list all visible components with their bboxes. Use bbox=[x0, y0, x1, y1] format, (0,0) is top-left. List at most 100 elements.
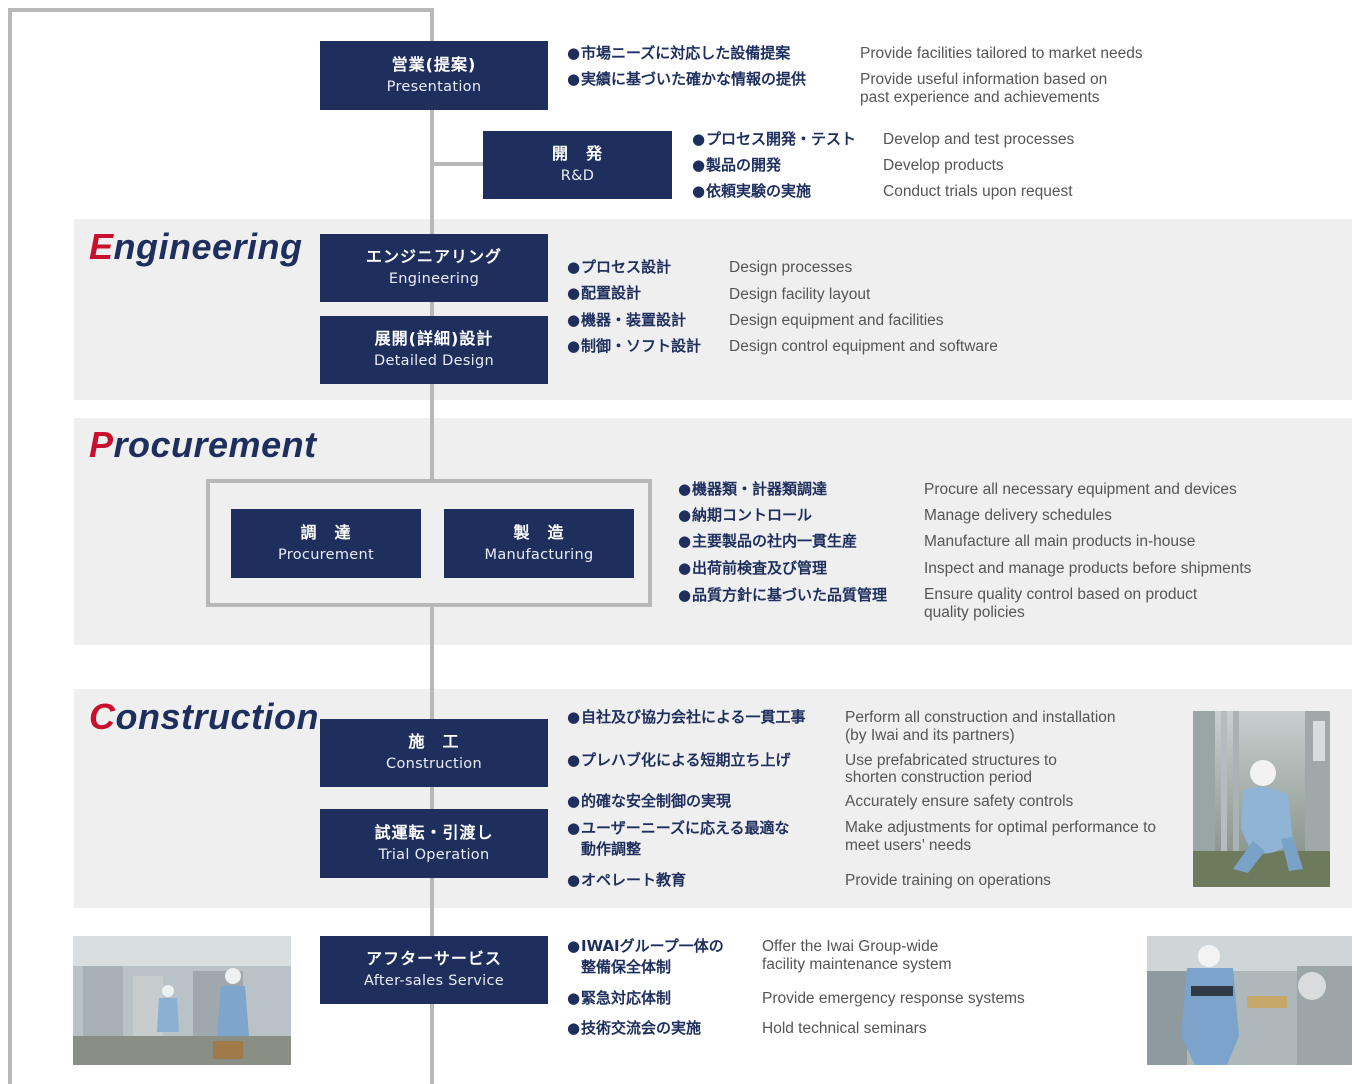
list-item: ●配置設計 bbox=[567, 283, 641, 304]
box-manufacturing-en: Manufacturing bbox=[484, 546, 594, 563]
item-en: Manufacture all main products in-house bbox=[924, 533, 1196, 550]
procurement-rest: rocurement bbox=[113, 424, 317, 465]
item-en: Conduct trials upon request bbox=[883, 183, 1073, 200]
list-item: ●制御・ソフト設計 bbox=[567, 336, 701, 357]
box-aftersales-en: After-sales Service bbox=[364, 973, 504, 989]
section-title-engineering: Engineering bbox=[89, 226, 303, 268]
box-manufacturing-jp: 製 造 bbox=[513, 522, 565, 542]
item-jp: 依頼実験の実施 bbox=[706, 182, 812, 200]
rnd-branch-line bbox=[430, 162, 484, 166]
item-en: Design control equipment and software bbox=[729, 338, 998, 355]
item-jp: 市場ニーズに対応した設備提案 bbox=[581, 44, 791, 62]
bullet-dot: ● bbox=[567, 44, 581, 62]
plant-workers-photo bbox=[73, 936, 291, 1065]
item-en: Develop products bbox=[883, 157, 1004, 174]
item-jp: IWAIグループ一体の bbox=[581, 937, 724, 955]
list-item: ●依頼実験の実施 bbox=[692, 181, 811, 202]
box-engineering-en: Engineering bbox=[388, 271, 480, 287]
bullet-dot: ● bbox=[567, 792, 581, 810]
list-item: ●実績に基づいた確かな情報の提供 bbox=[567, 69, 806, 90]
bullet-dot: ● bbox=[567, 70, 581, 88]
list-item: ●プレハブ化による短期立ち上げ bbox=[567, 750, 791, 771]
item-jp: 機器・装置設計 bbox=[581, 311, 687, 329]
item-jp: 品質方針に基づいた品質管理 bbox=[692, 586, 888, 604]
item-en: Develop and test processes bbox=[883, 131, 1075, 148]
outer-left-line bbox=[8, 8, 12, 1084]
bullet-dot: ● bbox=[678, 532, 692, 550]
item-en: Provide training on operations bbox=[845, 872, 1051, 889]
box-procurement-en: Procurement bbox=[278, 546, 374, 563]
item-jp: 自社及び協力会社による一貫工事 bbox=[581, 708, 806, 726]
list-item: ●プロセス設計 bbox=[567, 257, 671, 278]
box-detailed-jp: 展開(詳細)設計 bbox=[374, 329, 494, 348]
list-item: ●納期コントロール bbox=[678, 505, 812, 526]
item-jp: オペレート教育 bbox=[581, 871, 687, 889]
item-en: Provide useful information based on bbox=[860, 71, 1108, 88]
list-item-line2: 整備保全体制 bbox=[581, 958, 672, 976]
item-en: Hold technical seminars bbox=[762, 1020, 927, 1037]
box-aftersales: アフターサービス After-sales Service bbox=[320, 936, 548, 1004]
item-jp: 制御・ソフト設計 bbox=[581, 337, 702, 355]
box-rnd-en: R&D bbox=[560, 168, 595, 184]
item-en: Procure all necessary equipment and devi… bbox=[924, 481, 1237, 498]
box-construction-en: Construction bbox=[386, 756, 482, 772]
list-item: ●オペレート教育 bbox=[567, 870, 686, 891]
box-rnd-jp: 開 発 bbox=[551, 144, 603, 163]
item-jp: 出荷前検査及び管理 bbox=[692, 559, 828, 577]
box-construction: 施 工 Construction bbox=[320, 719, 548, 787]
bullet-dot: ● bbox=[567, 751, 581, 769]
box-procurement-jp: 調 達 bbox=[300, 522, 352, 542]
box-detailed-en: Detailed Design bbox=[373, 353, 494, 369]
bullet-dot: ● bbox=[567, 937, 581, 955]
item-en: Provide emergency response systems bbox=[762, 990, 1025, 1007]
box-detailed-design: 展開(詳細)設計 Detailed Design bbox=[320, 316, 548, 384]
list-item: ●市場ニーズに対応した設備提案 bbox=[567, 43, 790, 64]
outer-top-line bbox=[8, 8, 434, 12]
bullet-dot: ● bbox=[678, 480, 692, 498]
bullet-dot: ● bbox=[567, 871, 581, 889]
bullet-dot: ● bbox=[567, 284, 581, 302]
box-procurement: 調 達 Procurement bbox=[231, 509, 421, 578]
list-item: ●機器・装置設計 bbox=[567, 310, 686, 331]
bullet-dot: ● bbox=[678, 506, 692, 524]
procurement-initial: P bbox=[89, 424, 114, 465]
list-item: ●自社及び協力会社による一貫工事 bbox=[567, 707, 806, 728]
list-item-line2: 動作調整 bbox=[581, 840, 642, 858]
box-sales-jp: 営業(提案) bbox=[391, 54, 477, 74]
bullet-dot: ● bbox=[567, 819, 581, 837]
section-title-procurement: Procurement bbox=[89, 424, 317, 466]
item-jp: 主要製品の社内一貫生産 bbox=[692, 532, 858, 550]
bullet-dot: ● bbox=[567, 708, 581, 726]
box-engineering: エンジニアリング Engineering bbox=[320, 234, 548, 302]
list-item: ●IWAIグループ一体の bbox=[567, 936, 724, 957]
item-en-line2: past experience and achievements bbox=[860, 89, 1100, 106]
bullet-dot: ● bbox=[567, 258, 581, 276]
construction-rest: onstruction bbox=[115, 696, 319, 737]
bullet-dot: ● bbox=[692, 182, 706, 200]
maintenance-worker-photo bbox=[1147, 936, 1352, 1065]
construction-worker-photo bbox=[1193, 711, 1330, 887]
bullet-dot: ● bbox=[678, 559, 692, 577]
item-en: Perform all construction and installatio… bbox=[845, 709, 1116, 726]
item-en-line2: shorten construction period bbox=[845, 769, 1032, 786]
list-item: ●緊急対応体制 bbox=[567, 988, 671, 1009]
box-trial-en: Trial Operation bbox=[378, 846, 490, 863]
bullet-dot: ● bbox=[567, 337, 581, 355]
item-en-line2: (by Iwai and its partners) bbox=[845, 727, 1015, 744]
box-trial-operation: 試運転・引渡し Trial Operation bbox=[320, 809, 548, 878]
box-manufacturing: 製 造 Manufacturing bbox=[444, 509, 634, 578]
list-item: ●製品の開発 bbox=[692, 155, 781, 176]
item-en-line2: meet users’ needs bbox=[845, 837, 972, 854]
item-jp: ユーザーニーズに応える最適な bbox=[581, 819, 790, 837]
list-item: ●技術交流会の実施 bbox=[567, 1018, 701, 1039]
bullet-dot: ● bbox=[567, 1019, 581, 1037]
item-en: Design equipment and facilities bbox=[729, 312, 944, 329]
item-en: Use prefabricated structures to bbox=[845, 752, 1057, 769]
item-en: Offer the Iwai Group-wide bbox=[762, 938, 939, 955]
list-item: ●ユーザーニーズに応える最適な bbox=[567, 818, 790, 839]
item-en: Design facility layout bbox=[729, 286, 871, 303]
construction-initial: C bbox=[89, 696, 116, 737]
box-rnd: 開 発 R&D bbox=[483, 131, 672, 199]
section-title-construction: Construction bbox=[89, 696, 319, 738]
item-jp: 機器類・計器類調達 bbox=[692, 480, 828, 498]
